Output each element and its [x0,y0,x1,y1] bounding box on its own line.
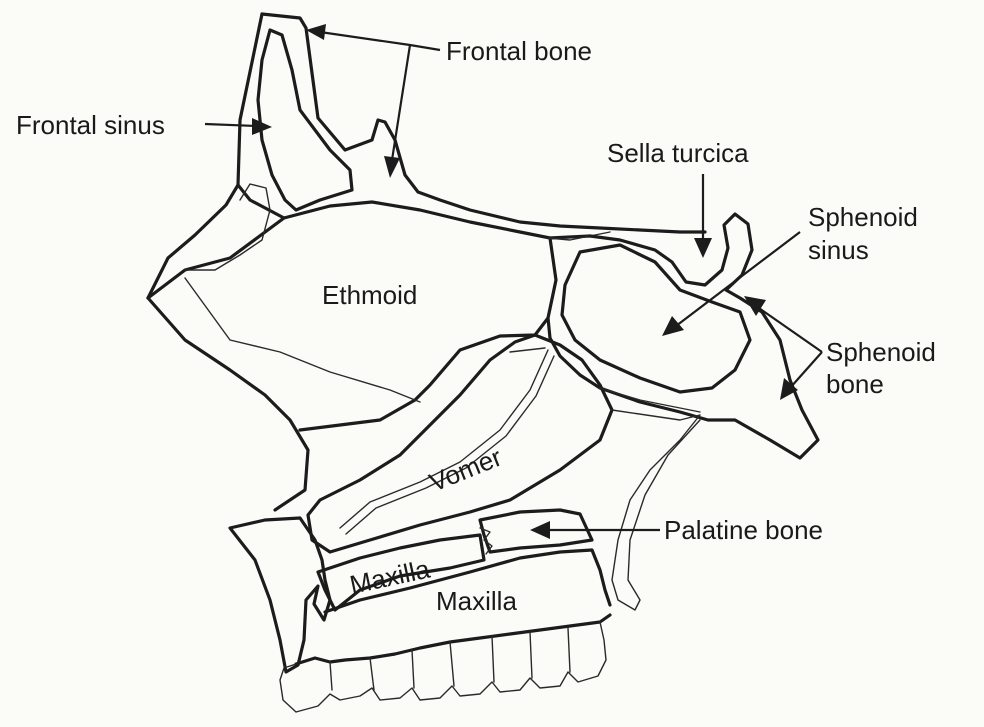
label-frontal-bone: Frontal bone [446,36,592,66]
sella-turcica-arrowhead [694,238,712,258]
vomer-outline [308,335,612,552]
label-sella-turcica: Sella turcica [607,138,749,168]
frontal-bone-arrowhead-bottom [384,156,400,178]
nasal-slope [148,298,308,510]
frontal-sinus-arrow [205,124,256,126]
teeth-row [280,622,606,712]
frontal-bone-arrow-top [320,32,440,50]
label-palatine-bone: Palatine bone [664,515,823,545]
sphenoid-bone-arrow-upper [756,306,822,352]
label-sphenoid-bone-1: Sphenoid [826,337,936,367]
vomer-groove-2 [346,356,554,534]
sphenoid-sinus-arrowhead [662,316,684,336]
label-vomer: Vomer [425,441,506,497]
palatine-bone-arrowhead [530,521,550,539]
frontal-bone-posterior [148,14,262,298]
label-maxilla: Maxilla [436,586,517,616]
frontal-bone-arrow-bottom [392,45,410,160]
teeth-outline [296,615,610,664]
ethmoid-outline [148,218,556,430]
label-sphenoid-bone-2: bone [826,369,884,399]
pterygoid-line [600,388,700,610]
frontal-sinus-outline [258,30,352,210]
vomer-groove-1 [340,350,548,528]
vomer-edge [510,348,545,352]
sphenoid-bone-arrow-lower [790,352,822,388]
label-frontal-sinus: Frontal sinus [16,110,165,140]
label-sphenoid-sinus-2: sinus [808,235,869,265]
frontal-inner-line [238,185,590,238]
frontal-bone-arrowhead-top [306,24,326,40]
label-sphenoid-sinus-1: Sphenoid [808,202,918,232]
label-ethmoid: Ethmoid [322,280,417,310]
maxilla-anterior-outline [230,518,330,672]
